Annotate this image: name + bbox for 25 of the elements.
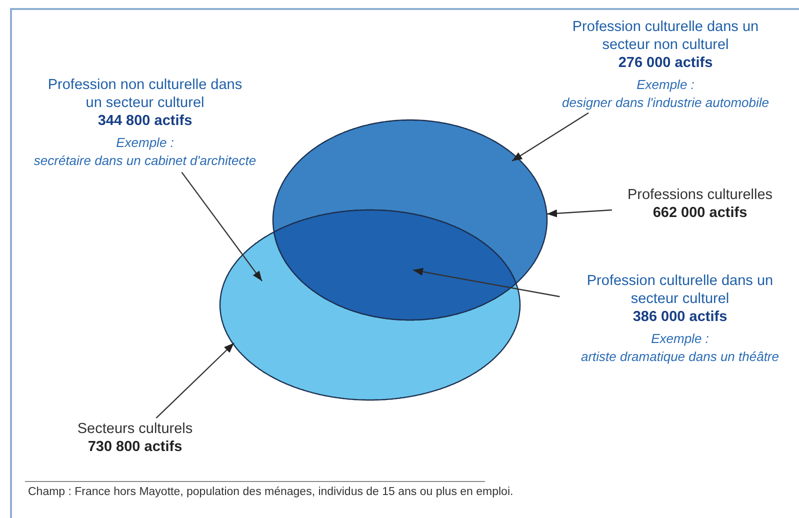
- leader-arrow: [512, 112, 589, 162]
- count: 730 800 actifs: [86, 438, 184, 457]
- overlap-region: [273, 209, 516, 321]
- heading: Profession non culturelle dans un secteur culturel: [46, 76, 244, 112]
- count: 662 000 actifs: [652, 204, 748, 223]
- heading: Secteurs culturels: [76, 420, 194, 438]
- heading: Professions culturelles: [626, 186, 774, 204]
- count: 344 800 actifs: [96, 112, 194, 131]
- caption: Champ : France hors Mayotte, population des ménages, individus de 15 ans ou plus en emploi.: [28, 486, 514, 498]
- example-label: Exemple :: [636, 76, 696, 94]
- ellipse-region: [272, 119, 548, 284]
- example-text: secrétaire dans un cabinet d'architecte: [32, 152, 258, 169]
- example-text: artiste dramatique dans un théâtre: [580, 348, 780, 365]
- heading: Profession culturelle dans un secteur non culturel: [571, 18, 760, 54]
- count: 276 000 actifs: [617, 54, 714, 73]
- ellipse-region: [219, 232, 521, 401]
- heading: Profession culturelle dans un secteur culturel: [586, 272, 774, 308]
- leader-arrow: [546, 209, 612, 218]
- count: 386 000 actifs: [632, 308, 728, 327]
- leader-arrow: [412, 268, 560, 298]
- leader-arrow: [156, 342, 234, 419]
- leader-arrow: [181, 172, 262, 282]
- example-label: Exemple :: [115, 134, 175, 152]
- example-label: Exemple :: [650, 330, 710, 348]
- example-text: designer dans l'industrie automobile: [561, 94, 770, 111]
